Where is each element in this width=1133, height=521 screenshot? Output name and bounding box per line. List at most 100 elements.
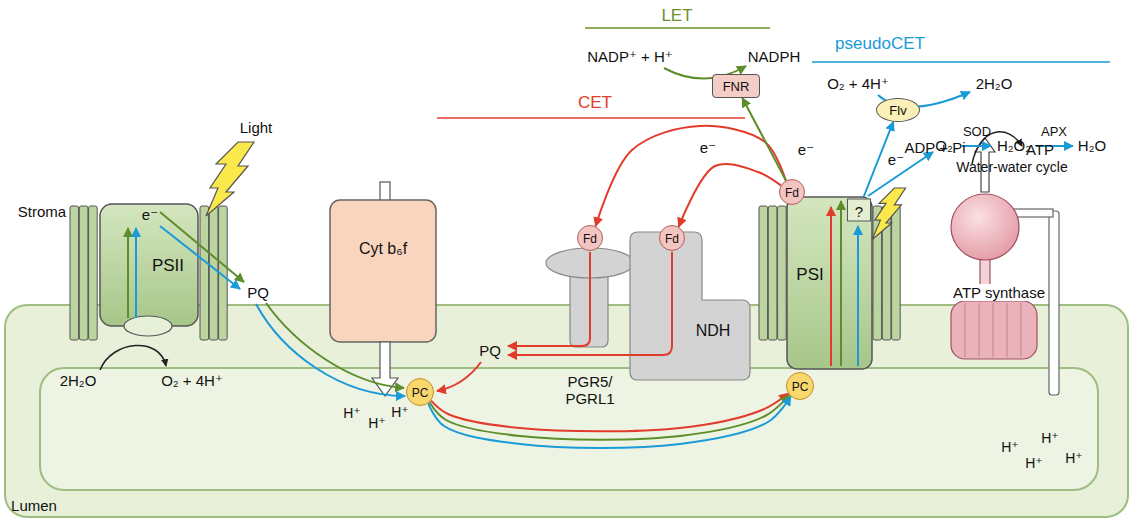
ring-stripe <box>965 303 966 357</box>
text-holder: Flv <box>889 101 906 119</box>
node-label: Fd <box>665 232 679 246</box>
text-holder: NDH <box>678 322 748 340</box>
label-holder: LET <box>661 6 692 26</box>
label-holder: Light <box>240 119 273 137</box>
label-holder: ADP + Pi <box>904 139 965 157</box>
reaction-label: O₂ + 4H⁺ <box>161 372 223 389</box>
text-holder: FNR <box>723 77 750 95</box>
label-holder: e⁻ <box>796 141 816 159</box>
light-bolt <box>872 188 906 240</box>
carrier-circle: Fd <box>779 179 805 205</box>
label-holder: H⁺ <box>343 404 361 422</box>
enzyme-box: FNR <box>712 74 760 98</box>
f0-ring <box>951 301 1037 359</box>
electron-label: e⁻ <box>886 151 906 168</box>
electron-label: e⁻ <box>698 139 718 156</box>
reaction-label: ATP <box>1026 141 1054 158</box>
electron-flow-arrow <box>437 362 481 391</box>
text-holder: Fd <box>665 229 679 247</box>
carrier-circle: PC <box>786 372 814 400</box>
electron-flow-arrow <box>256 304 405 396</box>
antenna-bar <box>778 206 787 340</box>
label-holder: H⁺ <box>1001 438 1019 456</box>
light-bolt <box>206 142 254 216</box>
proton-label: H⁺ <box>343 405 361 421</box>
label-holder: CET <box>578 93 612 113</box>
reaction-label: NADP⁺ + H⁺ <box>587 48 672 65</box>
antenna-bar <box>200 206 209 340</box>
ring-stripe <box>979 303 980 357</box>
electron-flow-arrow <box>742 98 786 181</box>
node-label: PC <box>412 386 429 400</box>
label-holder: H⁺ <box>391 403 409 421</box>
photosystem-shape <box>100 204 198 326</box>
carrier-circle: Fd <box>659 225 685 251</box>
proton-label: H⁺ <box>1001 439 1019 455</box>
text-holder: PSI <box>791 265 829 285</box>
electron-flow-arrow <box>679 164 781 227</box>
enzyme-label: SOD <box>963 124 991 139</box>
label-holder: pseudoCET <box>835 34 925 54</box>
complex-shape: PGR5/ PGRL1 <box>540 247 640 412</box>
complex-box: Cyt b₆f <box>330 200 436 342</box>
pathway-title: CET <box>578 93 612 112</box>
label-holder: APX <box>1041 122 1067 140</box>
reaction-label: 2H₂O <box>976 75 1013 92</box>
label-holder: H₂O₂ <box>997 137 1031 155</box>
text-holder: PGR5/ PGRL1 <box>560 373 620 408</box>
label-holder: NADPH <box>748 48 801 66</box>
stator-arm <box>1013 209 1053 217</box>
proton-label: H⁺ <box>1025 455 1043 471</box>
electron-flow-arrow <box>508 252 672 355</box>
carrier-circle: PC <box>406 378 434 406</box>
pathway-title: LET <box>661 6 692 25</box>
label-holder: Lumen <box>11 497 57 515</box>
electron-label: e⁻ <box>796 141 816 158</box>
label-holder: SOD <box>963 122 991 140</box>
antenna-bar <box>89 206 98 340</box>
antenna-bar <box>892 206 901 340</box>
label-holder: PQ <box>479 342 501 360</box>
label-holder: 2H₂O <box>60 372 97 390</box>
node-label: PC <box>792 380 809 394</box>
label-holder: Stroma <box>18 203 66 221</box>
reaction-label: H₂O₂ <box>997 137 1031 154</box>
label-holder: ATP <box>1026 141 1054 159</box>
label-holder: H⁺ <box>368 414 386 432</box>
label-holder: ? <box>847 199 871 222</box>
electron-flow-arrow <box>596 126 786 226</box>
lumen-region <box>40 368 1098 490</box>
pathway-bar <box>437 117 745 119</box>
node-label: Cyt b₆f <box>359 240 407 257</box>
region-label: Lumen <box>11 497 57 514</box>
text-holder: PC <box>412 383 429 401</box>
complex-shape <box>630 232 750 380</box>
pathway-bar <box>812 61 1110 63</box>
atp-synthase-shape <box>951 194 1059 395</box>
water-splitting-site <box>124 316 172 336</box>
node-label: Flv <box>889 103 906 118</box>
light-label: Light <box>240 119 273 136</box>
text-holder: PSII <box>140 256 196 276</box>
cycle-label: Water-water cycle <box>956 159 1068 175</box>
node-label: ATP synthase <box>951 284 1047 301</box>
text-holder: Fd <box>583 229 597 247</box>
text-holder: ATP synthase <box>949 284 1049 302</box>
label-holder: O₂ + 4H⁺ <box>827 75 889 93</box>
complex-shape: NDH <box>628 230 752 382</box>
reaction-label: ADP + Pi <box>904 139 965 156</box>
pathway-title: pseudoCET <box>835 34 925 53</box>
label-holder: e⁻ <box>142 206 158 224</box>
carrier-label: PQ <box>479 342 501 359</box>
node-label: PSI <box>796 265 823 284</box>
label-holder: e⁻ <box>698 139 718 157</box>
reaction-arrow <box>100 345 166 370</box>
text-holder: Cyt b₆f <box>330 240 436 258</box>
label-holder: H₂O <box>1078 137 1106 155</box>
ring-stripe <box>1021 303 1022 357</box>
enzyme-ellipse: Flv <box>876 98 920 122</box>
label-holder: H⁺ <box>1065 449 1083 467</box>
pathway-bar <box>585 27 770 29</box>
antenna-bar <box>768 206 777 340</box>
